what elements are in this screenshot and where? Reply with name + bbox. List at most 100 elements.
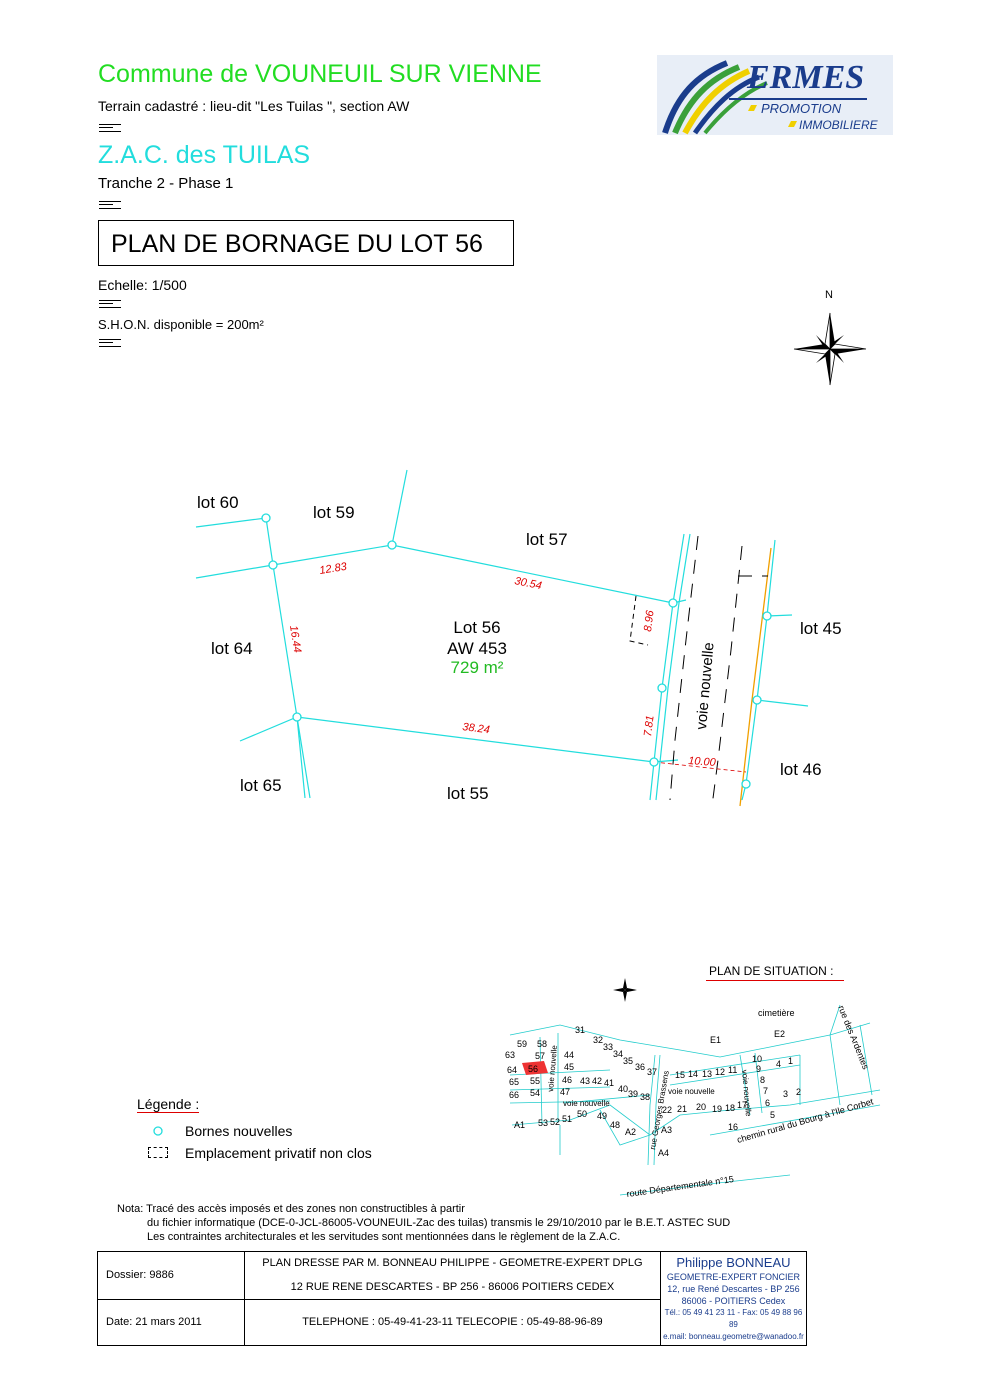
bornage-plan: lot 60 lot 59 lot 57 lot 64 lot 45 lot 6… — [195, 469, 842, 807]
boundary-line — [391, 469, 408, 546]
map-label: 56 — [528, 1064, 538, 1074]
text-mark-icon — [99, 201, 121, 209]
dimension-label: 16.44 — [287, 625, 303, 654]
map-label: 54 — [530, 1088, 540, 1098]
map-outline — [619, 1174, 791, 1196]
map-label: 48 — [610, 1120, 620, 1130]
map-label: 51 — [562, 1114, 572, 1124]
map-label: 65 — [509, 1077, 519, 1087]
private-zone-dashed — [629, 595, 649, 646]
lot-59-label: lot 59 — [313, 503, 355, 522]
map-label: 35 — [623, 1056, 633, 1066]
map-label: A3 — [661, 1125, 672, 1135]
plan-by-text: PLAN DRESSE PAR M. BONNEAU PHILIPPE - GE… — [262, 1257, 643, 1270]
geometre-email: e.mail: bonneau.geometre@wanadoo.fr — [663, 1331, 804, 1341]
map-label: 18 — [725, 1103, 735, 1113]
geometre-tel: Tél.: 05 49 41 23 11 - Fax: 05 49 88 96 … — [664, 1307, 803, 1329]
map-label: 7 — [763, 1086, 768, 1096]
map-label: A2 — [625, 1127, 636, 1137]
map-label: 37 — [647, 1067, 657, 1077]
compass-rose-icon — [793, 312, 867, 386]
map-label: 45 — [564, 1062, 574, 1072]
bornes-point — [649, 757, 659, 767]
map-label: 16 — [728, 1122, 738, 1132]
map-label: 59 — [517, 1039, 527, 1049]
phone-cell: TELEPHONE : 05-49-41-23-11 TELECOPIE : 0… — [243, 1298, 661, 1346]
map-label: 5 — [770, 1110, 775, 1120]
geometre-addr2: 86006 - POITIERS Cedex — [681, 1295, 786, 1306]
address-text: 12 RUE RENE DESCARTES - BP 256 - 86006 P… — [290, 1281, 615, 1294]
rue-ardentes-label: rue des Ardentes — [836, 1004, 871, 1071]
nota-line: Les contraintes architecturales et les s… — [147, 1231, 621, 1243]
map-outline — [509, 1086, 611, 1091]
boundary-line — [195, 544, 687, 604]
logo-stripes-icon — [662, 60, 867, 135]
lot-56-name: Lot 56 — [453, 618, 500, 637]
map-outline — [653, 1054, 661, 1166]
text-mark-icon — [99, 300, 121, 308]
map-label: 40 — [618, 1084, 628, 1094]
dimension-label: 10.00 — [688, 755, 717, 769]
geometre-cell: Philippe BONNEAU GEOMETRE-EXPERT FONCIER… — [659, 1251, 808, 1346]
road-edge — [741, 539, 776, 801]
lot-60-label: lot 60 — [197, 493, 239, 512]
nota-block: Nota: Tracé des accès imposés et des zon… — [117, 1202, 730, 1244]
cartouche-table: Dossier: 9886 PLAN DRESSE PAR M. BONNEAU… — [97, 1251, 808, 1346]
situation-underline — [706, 980, 844, 981]
dimension-label: 7.81 — [642, 715, 657, 738]
map-outline — [509, 1100, 611, 1104]
map-label: 46 — [562, 1075, 572, 1085]
map-label: 43 — [580, 1076, 590, 1086]
dimension-label: 8.96 — [642, 609, 657, 633]
lot-57-label: lot 57 — [526, 530, 568, 549]
geometre-title: GEOMETRE-EXPERT FONCIER — [666, 1271, 801, 1282]
north-label: N — [825, 289, 833, 301]
map-label: 50 — [577, 1109, 587, 1119]
geometre-name: Philippe BONNEAU — [676, 1254, 791, 1270]
map-label: 31 — [575, 1025, 585, 1035]
map-outline — [599, 1109, 651, 1146]
map-label: 39 — [628, 1089, 638, 1099]
legend-title: Légende : — [137, 1096, 200, 1113]
nota-line: du fichier informatique (DCE-0-JCL-86005… — [147, 1217, 731, 1229]
text-mark-icon — [99, 124, 121, 132]
bornes-point — [668, 598, 678, 608]
map-label: 2 — [796, 1087, 801, 1097]
map-label: 22 — [662, 1105, 672, 1115]
situation-title: PLAN DE SITUATION : — [709, 964, 834, 978]
map-label: 1 — [788, 1056, 793, 1066]
bornes-point — [762, 611, 772, 621]
dimension-label: 38.24 — [462, 721, 491, 736]
map-label: 64 — [507, 1065, 517, 1075]
borne-legend-icon — [153, 1126, 163, 1136]
chemin-label: chemin rural du Bourg à l'Ile Corbet — [736, 1096, 875, 1145]
map-label: 44 — [564, 1050, 574, 1060]
voie-label: voie nouvelle — [546, 1044, 559, 1092]
map-outline — [829, 1004, 841, 1036]
boundary-line — [239, 716, 679, 763]
boundary-line — [756, 699, 809, 707]
commune-title: Commune de VOUNEUIL SUR VIENNE — [98, 60, 542, 88]
map-label: 11 — [728, 1065, 737, 1075]
map-label: 13 — [702, 1069, 712, 1079]
echelle-text: Echelle: 1/500 — [98, 277, 187, 293]
map-outline — [539, 1036, 543, 1126]
map-label: E1 — [710, 1035, 721, 1045]
map-label: 52 — [550, 1117, 560, 1127]
boundary-line — [296, 716, 306, 799]
map-label: 66 — [509, 1090, 519, 1100]
private-zone-legend-icon — [148, 1147, 168, 1158]
map-label: 12 — [715, 1067, 725, 1077]
map-label: 3 — [783, 1089, 788, 1099]
legend-item-bornes: Bornes nouvelles — [185, 1123, 293, 1139]
map-label: 19 — [712, 1104, 722, 1114]
map-label: 10 — [752, 1054, 762, 1064]
map-outline — [754, 1052, 763, 1114]
map-outline — [709, 1104, 881, 1136]
legend-item-emplacement: Emplacement privatif non clos — [185, 1145, 372, 1161]
map-label: 53 — [538, 1118, 548, 1128]
voie-label: voie nouvelle — [563, 1099, 610, 1108]
road-axis — [739, 547, 772, 807]
map-label: 17 — [737, 1100, 747, 1110]
geometre-addr1: 12, rue René Descartes - BP 256 — [667, 1283, 800, 1294]
